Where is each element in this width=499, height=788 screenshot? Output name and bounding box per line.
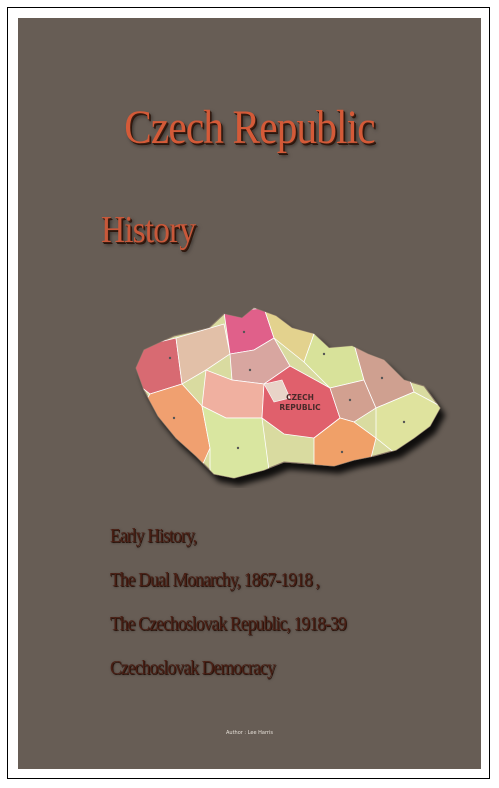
map-label-czech: CZECH <box>286 393 314 402</box>
map-svg: CZECH REPUBLIC <box>135 307 441 479</box>
map-label-republic: REPUBLIC <box>279 403 321 412</box>
contents-item-czechoslovak-republic: The Czechoslovak Republic, 1918-39 <box>110 613 347 635</box>
book-cover: Czech Republic History <box>18 18 481 769</box>
cover-subtitle: History <box>101 209 196 251</box>
contents-item-dual-monarchy: The Dual Monarchy, 1867-1918 , <box>110 569 320 591</box>
contents-list: Early History, The Dual Monarchy, 1867-1… <box>110 514 480 690</box>
contents-item-czechoslovak-democracy: Czechoslovak Democracy <box>110 657 276 679</box>
cover-title: Czech Republic <box>124 101 375 154</box>
author-credit: Author : Lee Harris <box>226 730 273 736</box>
czech-map-illustration: CZECH REPUBLIC <box>114 288 454 488</box>
contents-item-early-history: Early History, <box>110 525 197 547</box>
